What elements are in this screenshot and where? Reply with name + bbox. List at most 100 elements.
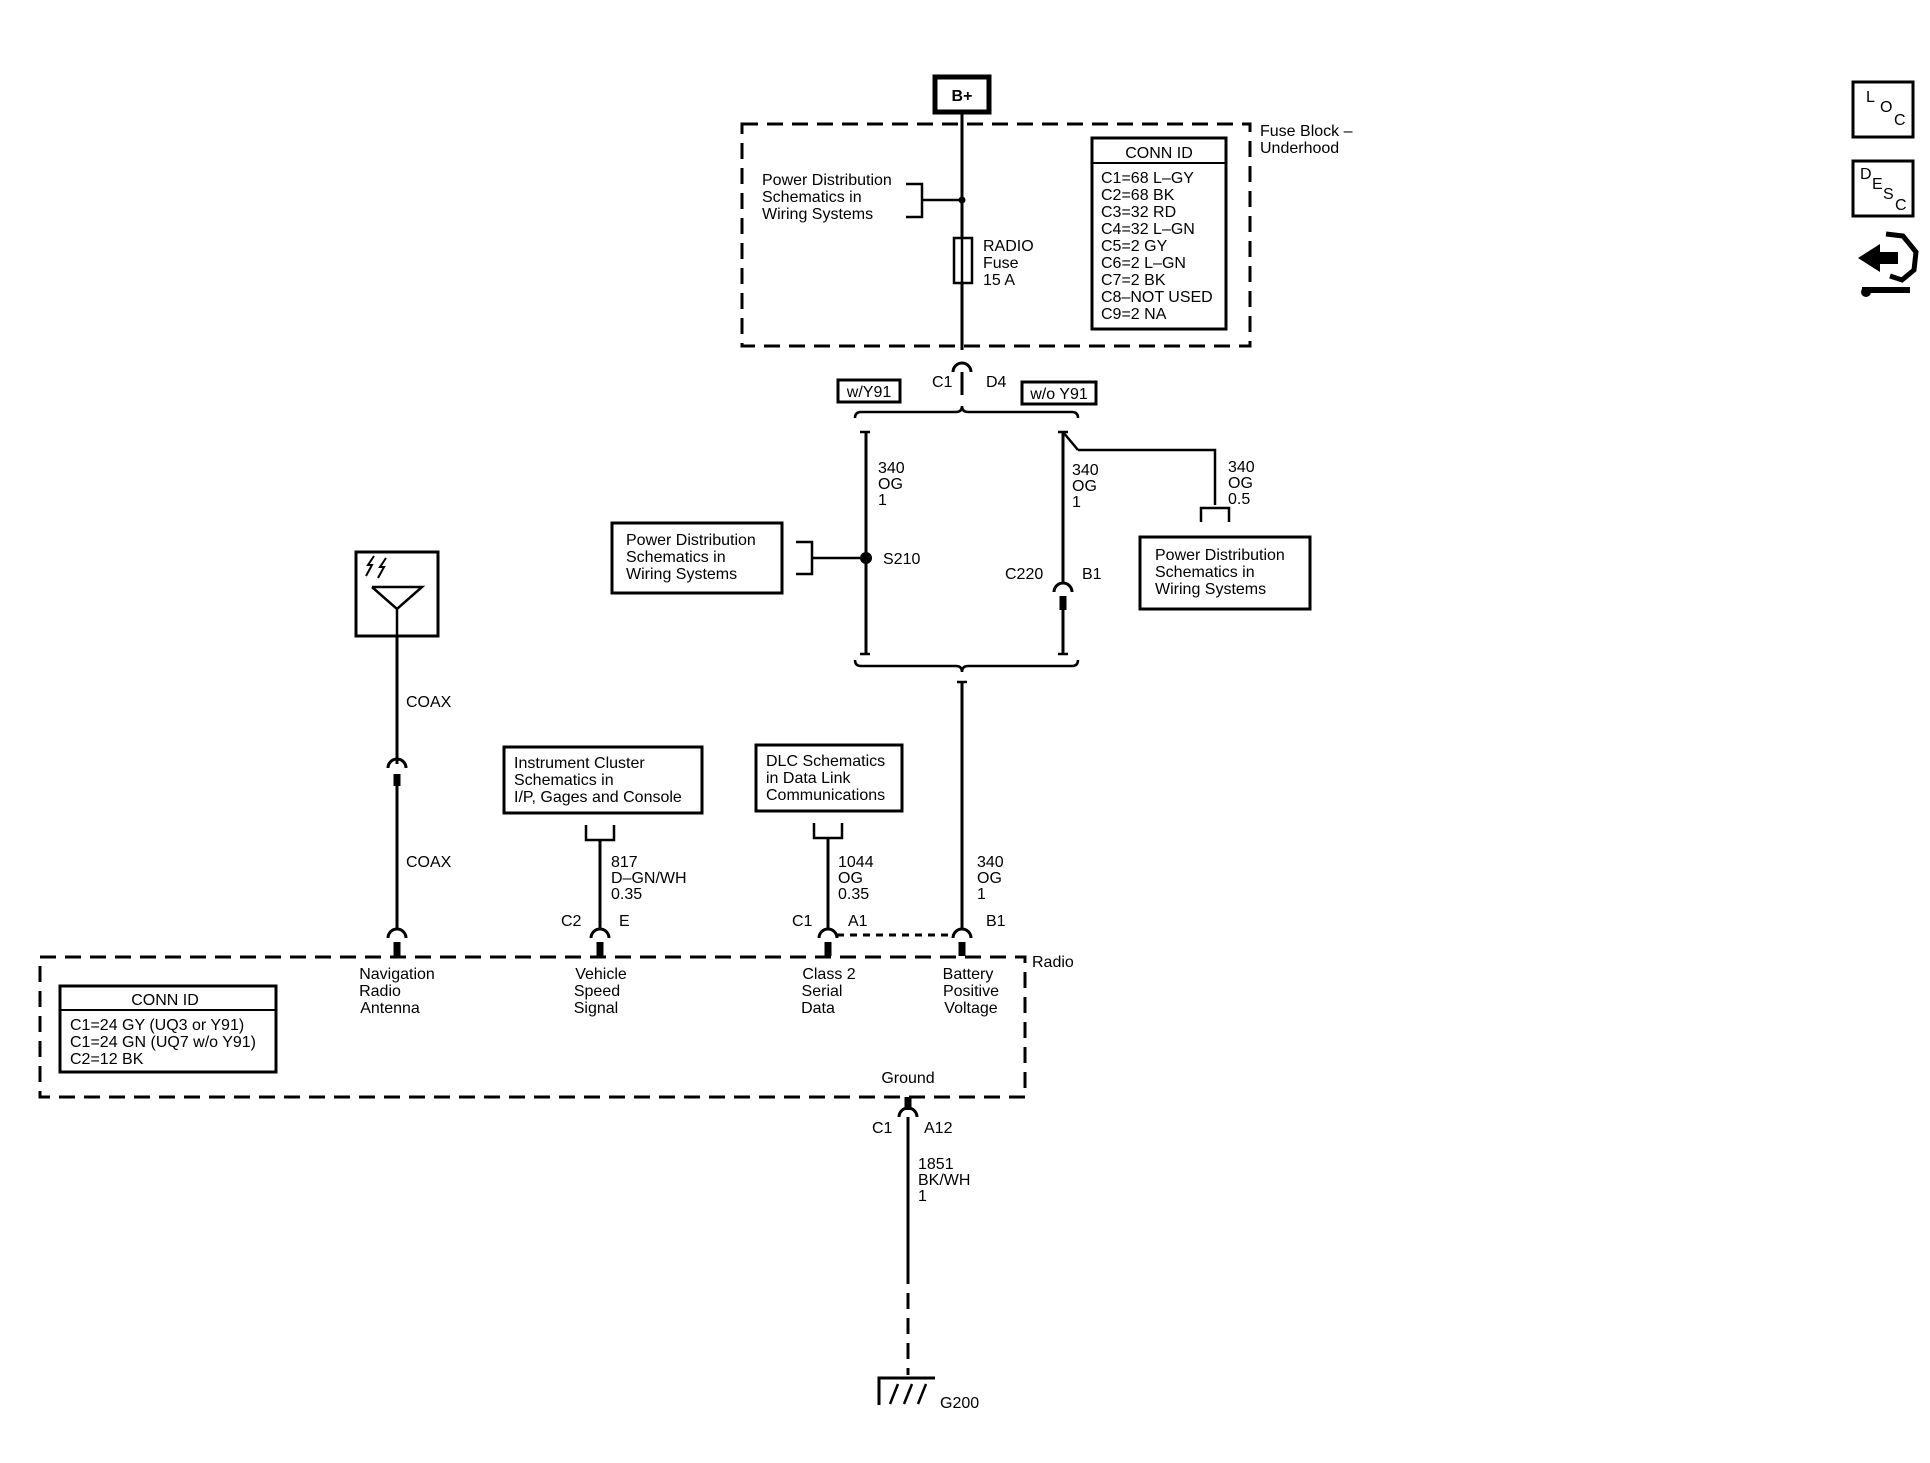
svg-text:OG: OG	[1072, 478, 1097, 495]
svg-text:C2=68 BK: C2=68 BK	[1101, 187, 1175, 204]
fuse-block-title: Fuse Block –	[1260, 123, 1353, 140]
svg-text:C5=2 GY: C5=2 GY	[1101, 238, 1168, 255]
side-branch-wire-label: 340 OG 0.5	[1228, 459, 1255, 508]
svg-text:1044: 1044	[838, 854, 874, 871]
svg-text:C220: C220	[1005, 566, 1043, 583]
svg-text:Radio: Radio	[359, 983, 401, 1000]
fuse-block-subtitle: Underhood	[1260, 140, 1339, 157]
option-with-y91-box	[836, 378, 902, 404]
svg-text:C1=68 L–GY: C1=68 L–GY	[1101, 170, 1194, 187]
side-power-ref-text: Power Distribution Schematics in Wiring …	[1155, 547, 1285, 598]
coax-top-label: COAX	[406, 694, 452, 711]
battery-positive-label: B+	[952, 88, 973, 105]
svg-text:in Data Link: in Data Link	[766, 770, 851, 787]
svg-text:C1=24 GY (UQ3 or Y91): C1=24 GY (UQ3 or Y91)	[70, 1017, 244, 1034]
svg-text:15 A: 15 A	[983, 272, 1015, 289]
connector-c220	[1052, 581, 1074, 593]
svg-text:Wiring Systems: Wiring Systems	[626, 566, 737, 583]
svg-text:Serial: Serial	[802, 983, 843, 1000]
svg-text:OG: OG	[878, 476, 903, 493]
svg-text:C2=12 BK: C2=12 BK	[70, 1051, 144, 1068]
svg-text:E: E	[1872, 176, 1883, 193]
location-view-button[interactable]: L O C	[1851, 80, 1915, 139]
fuse-block-conn-id-title: CONN ID	[1125, 145, 1193, 162]
svg-text:D4: D4	[986, 374, 1007, 391]
svg-text:Communications: Communications	[766, 787, 885, 804]
svg-text:C1: C1	[792, 913, 813, 930]
svg-text:Instrument Cluster: Instrument Cluster	[514, 755, 645, 772]
option-with-y91-label: w/Y91	[846, 384, 892, 401]
left-branch-wire-label: 340 OG 1	[878, 460, 905, 509]
svg-text:0.5: 0.5	[1228, 491, 1250, 508]
splice-s210-label: S210	[883, 551, 920, 568]
svg-text:Power Distribution: Power Distribution	[626, 532, 756, 549]
svg-text:Antenna: Antenna	[360, 1000, 420, 1017]
svg-text:Battery: Battery	[943, 966, 994, 983]
svg-text:1: 1	[977, 886, 986, 903]
svg-text:1: 1	[918, 1188, 927, 1205]
svg-text:Fuse: Fuse	[983, 255, 1019, 272]
svg-text:A12: A12	[924, 1120, 953, 1137]
vss-wire-label: 817 D–GN/WH 0.35	[611, 854, 687, 903]
svg-text:Class 2: Class 2	[802, 966, 855, 983]
svg-text:817: 817	[611, 854, 638, 871]
radio-terminal-navigation-antenna: Navigation Radio Antenna	[359, 966, 435, 1017]
svg-text:Vehicle: Vehicle	[575, 966, 627, 983]
battery-feed-wire-label: 340 OG 1	[977, 854, 1004, 903]
s210-power-ref-box	[610, 521, 784, 595]
svg-text:E: E	[619, 913, 630, 930]
diagnostic-connector-icon[interactable]	[1858, 231, 1919, 297]
svg-text:S: S	[1883, 186, 1894, 203]
radio-connector-row	[386, 927, 973, 956]
svg-text:C9=2 NA: C9=2 NA	[1101, 306, 1167, 323]
svg-text:Schematics in: Schematics in	[514, 772, 614, 789]
ground-connector-c1	[897, 1106, 919, 1118]
description-view-button[interactable]: D E S C	[1851, 159, 1915, 218]
svg-text:D: D	[1860, 166, 1872, 183]
fuse-block-conn-id-list: C1=68 L–GY C2=68 BK C3=32 RD C4=32 L–GN …	[1101, 170, 1213, 323]
svg-text:Speed: Speed	[574, 983, 620, 1000]
svg-text:C7=2 BK: C7=2 BK	[1101, 272, 1166, 289]
svg-text:Power Distribution: Power Distribution	[1155, 547, 1285, 564]
svg-text:L: L	[1866, 89, 1875, 106]
svg-text:C1: C1	[932, 374, 953, 391]
ground-point-g200-symbol	[877, 1376, 935, 1405]
svg-text:Schematics in: Schematics in	[626, 549, 726, 566]
option-without-y91-box	[1020, 380, 1098, 406]
svg-text:B1: B1	[986, 913, 1006, 930]
svg-text:Schematics in: Schematics in	[1155, 564, 1255, 581]
svg-text:D–GN/WH: D–GN/WH	[611, 870, 687, 887]
svg-text:340: 340	[1072, 462, 1099, 479]
svg-text:I/P, Gages and Console: I/P, Gages and Console	[514, 789, 682, 806]
ground-point-g200-label: G200	[940, 1395, 979, 1412]
fuse-block-outline	[740, 122, 1252, 348]
dlc-ref-text: DLC Schematics in Data Link Communicatio…	[766, 753, 885, 804]
svg-text:C: C	[1894, 112, 1906, 129]
radio-conn-id-table	[58, 984, 278, 1074]
fuse-block-power-ref: Power Distribution Schematics in Wiring …	[762, 172, 892, 223]
option-without-y91-label: w/o Y91	[1029, 386, 1088, 403]
radio-terminal-class2-serial-data: Class 2 Serial Data	[801, 966, 856, 1017]
svg-text:C8–NOT USED: C8–NOT USED	[1101, 289, 1213, 306]
svg-text:Navigation: Navigation	[359, 966, 435, 983]
instrument-cluster-ref-box	[502, 745, 704, 815]
svg-text:C: C	[1895, 197, 1907, 214]
svg-text:0.35: 0.35	[838, 886, 869, 903]
side-power-ref-box	[1138, 535, 1312, 611]
radio-terminal-vehicle-speed-signal: Vehicle Speed Signal	[574, 966, 627, 1017]
svg-text:OG: OG	[838, 870, 863, 887]
svg-text:Signal: Signal	[574, 1000, 618, 1017]
right-branch-wire-label: 340 OG 1	[1072, 462, 1099, 511]
radio-conn-id-list: C1=24 GY (UQ3 or Y91) C1=24 GN (UQ7 w/o …	[70, 1017, 256, 1068]
svg-text:Data: Data	[801, 1000, 835, 1017]
coax-bottom-label: COAX	[406, 854, 452, 871]
ground-wire-label: 1851 BK/WH 1	[918, 1156, 970, 1205]
dlc-wire-label: 1044 OG 0.35	[838, 854, 874, 903]
svg-text:0.35: 0.35	[611, 886, 642, 903]
svg-text:Schematics in: Schematics in	[762, 189, 862, 206]
radio-module-title: Radio	[1032, 954, 1074, 971]
svg-text:340: 340	[977, 854, 1004, 871]
svg-text:Power Distribution: Power Distribution	[762, 172, 892, 189]
instrument-cluster-ref-text: Instrument Cluster Schematics in I/P, Ga…	[514, 755, 682, 806]
